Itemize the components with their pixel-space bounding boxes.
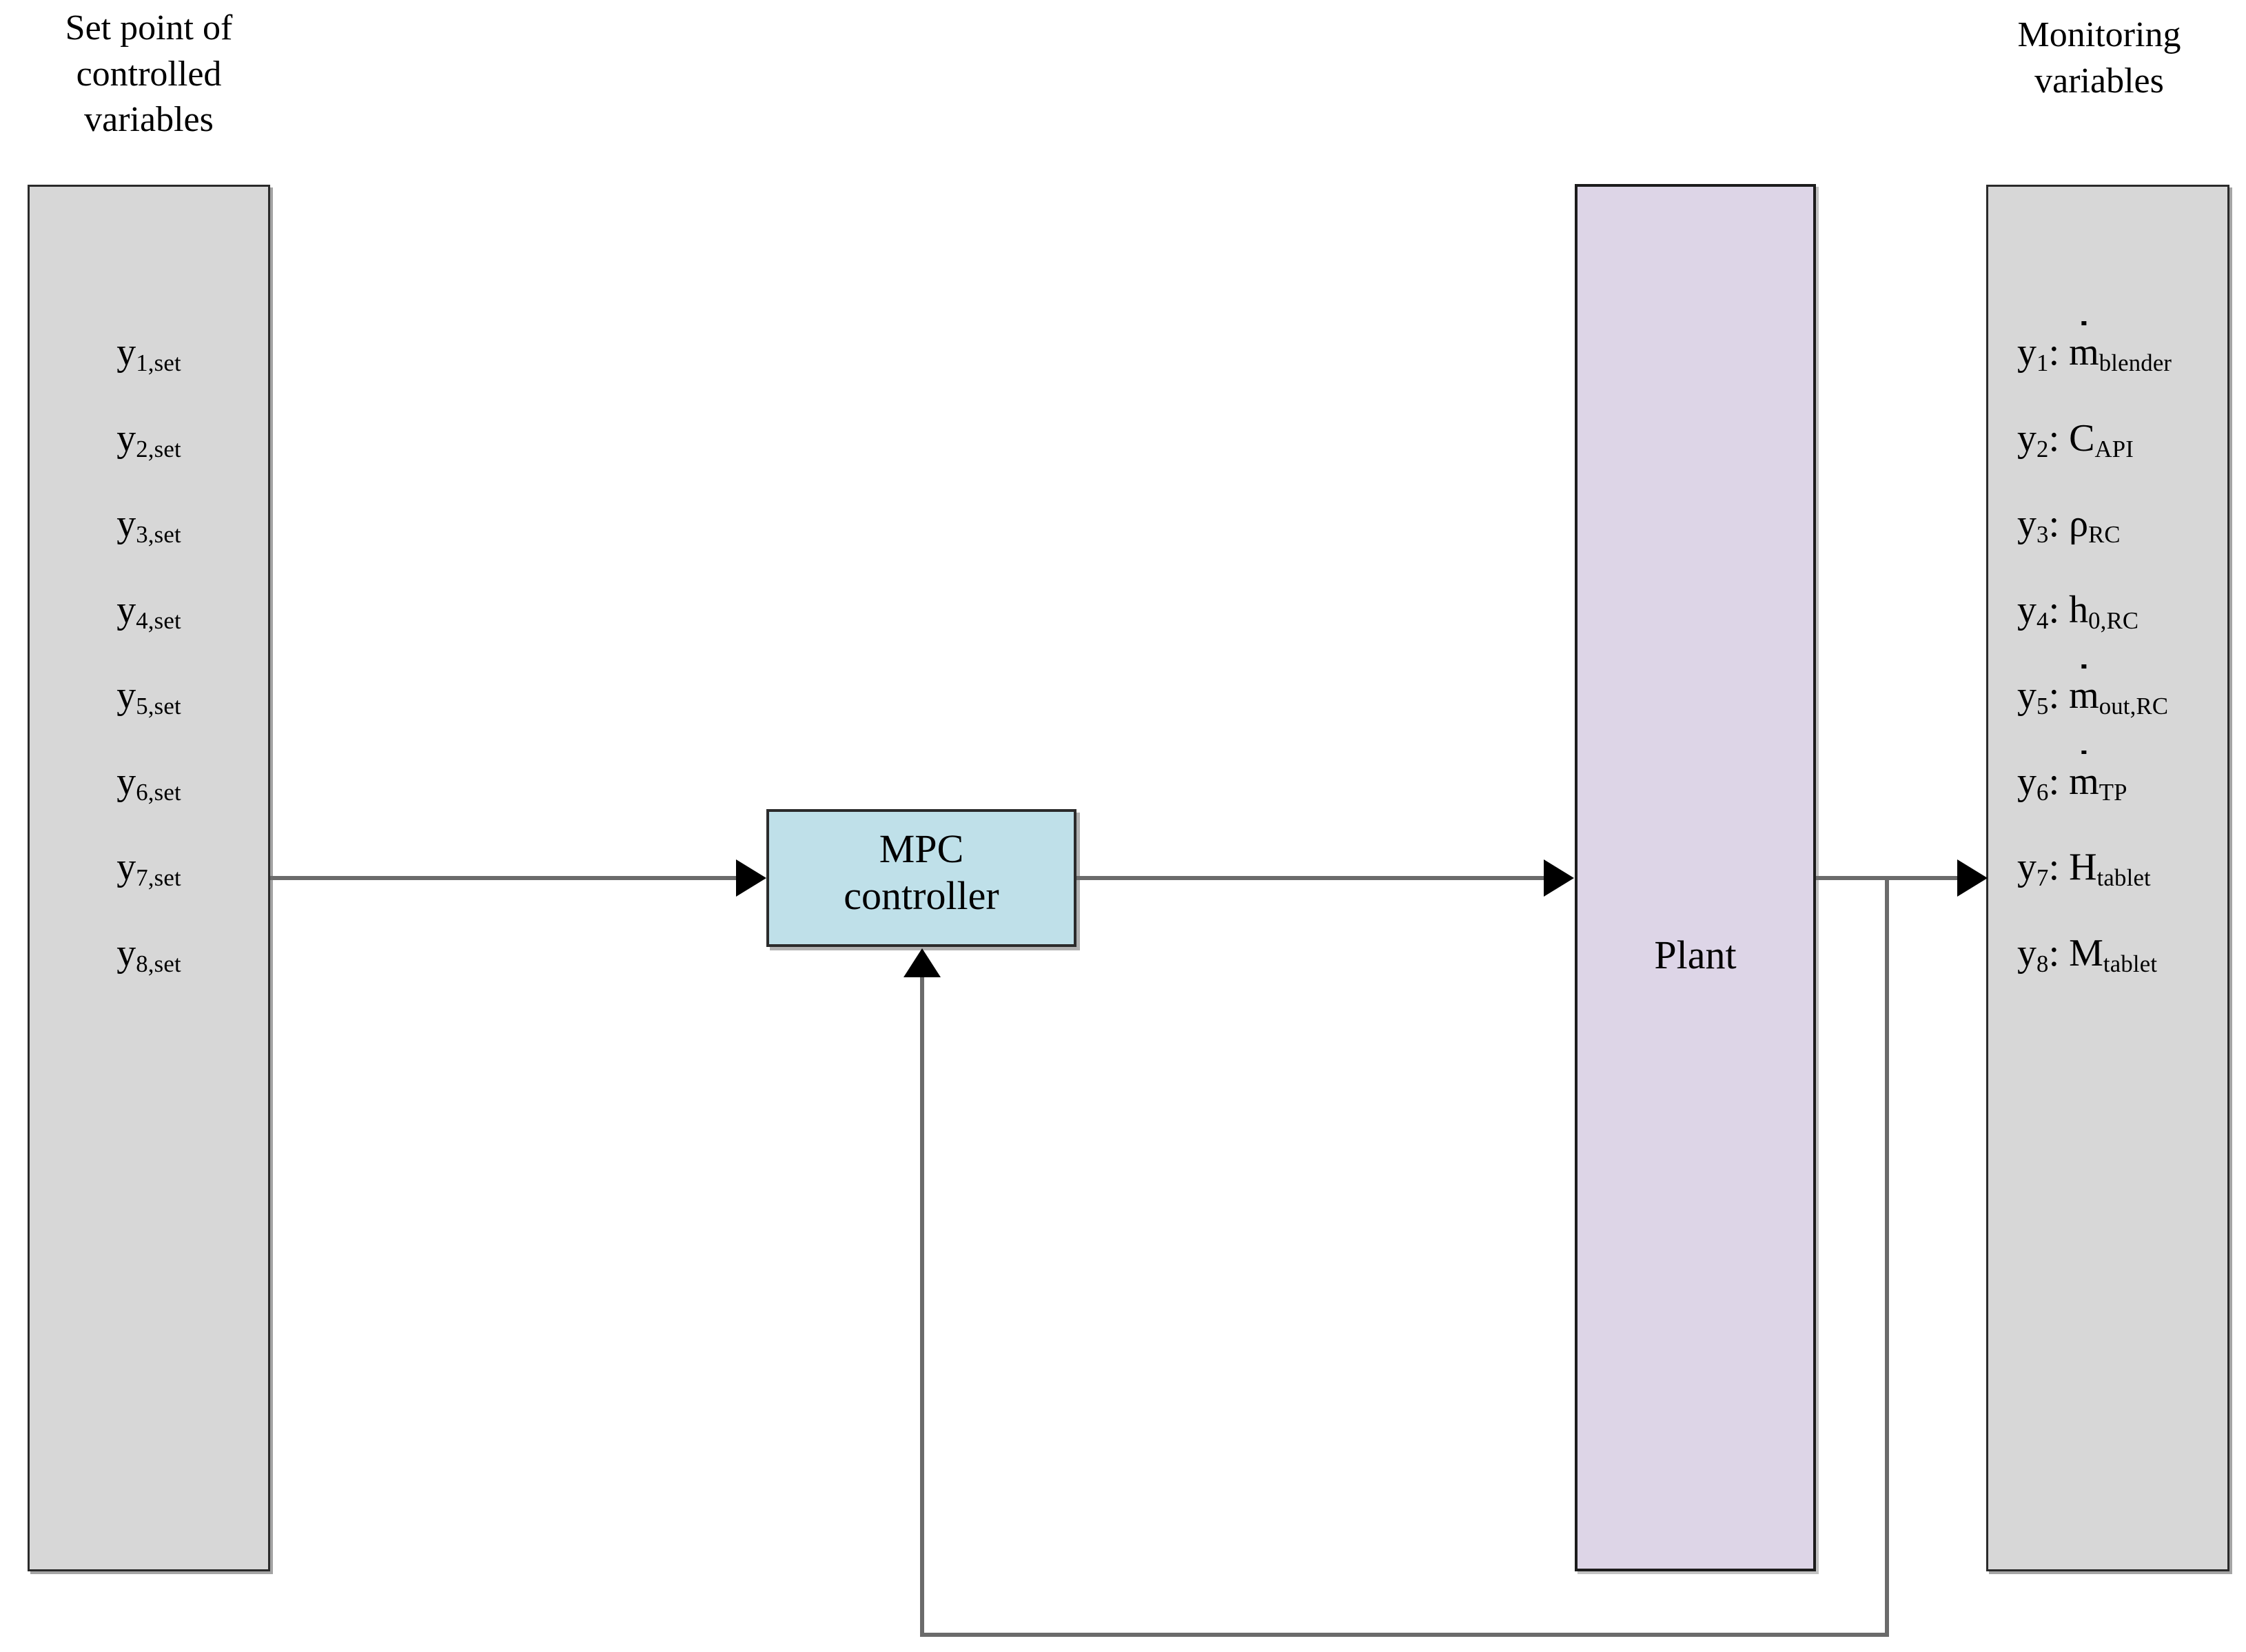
setpoint-variable-1: y1,set [30, 331, 268, 375]
variable-quantity-symbol: ρ [2069, 502, 2089, 545]
setpoint-variable-4: y4,set [30, 588, 268, 633]
variable-quantity-symbol: M [2069, 931, 2103, 975]
arrowhead-setpoint-to-controller [736, 859, 766, 897]
monitoring-box-title: Monitoring variables [2017, 15, 2181, 101]
monitoring-variable-7: y7: Htablet [1988, 846, 2227, 890]
variable-separator: : [2048, 331, 2070, 374]
mpc-controller-box: MPC controller [766, 809, 1076, 947]
monitoring-variable-2: y2: CAPI [1988, 416, 2227, 461]
variable-symbol: y [116, 674, 136, 717]
monitoring-variable-5: y5: mout,RC [1988, 674, 2227, 718]
variable-subscript: 7,set [136, 864, 181, 892]
variable-separator: : [2048, 674, 2070, 717]
connector-setpoint-to-controller [270, 876, 737, 880]
variable-quantity-subscript: 0,RC [2088, 606, 2139, 634]
feedback-line-vertical-left [920, 977, 924, 1635]
variable-subscript: 1,set [136, 349, 181, 377]
variable-quantity-subscript: RC [2088, 521, 2121, 549]
variable-separator: : [2048, 759, 2070, 803]
variable-quantity-symbol: h [2069, 588, 2089, 631]
mass-flow-rate-symbol: m [2069, 674, 2099, 717]
variable-index: y [2017, 331, 2036, 374]
variable-index: y [2017, 502, 2036, 545]
variable-index: y [2017, 674, 2036, 717]
variable-index-subscript: 4 [2036, 606, 2049, 634]
setpoint-variable-3: y3,set [30, 502, 268, 547]
variable-quantity-subscript: out,RC [2099, 693, 2169, 720]
variable-separator: : [2048, 846, 2070, 888]
arrowhead-feedback-to-controller [903, 948, 941, 977]
monitoring-variable-1: y1: mblender [1988, 331, 2227, 375]
variable-subscript: 8,set [136, 950, 181, 977]
variable-subscript: 2,set [136, 435, 181, 462]
variable-index-subscript: 5 [2036, 693, 2049, 720]
monitoring-variable-6: y6: mTP [1988, 759, 2227, 804]
arrowhead-plant-to-monitoring [1957, 859, 1988, 897]
variable-subscript: 3,set [136, 521, 181, 549]
variable-index-subscript: 8 [2036, 950, 2049, 977]
variable-index-subscript: 6 [2036, 778, 2049, 806]
setpoint-box-title: Set point of controlled variables [65, 8, 233, 140]
variable-index-subscript: 1 [2036, 349, 2049, 377]
variable-subscript: 5,set [136, 693, 181, 720]
setpoint-variable-8: y8,set [30, 931, 268, 976]
variable-symbol: y [116, 759, 136, 803]
variable-quantity-subscript: API [2094, 435, 2134, 462]
mpc-controller-label: MPC controller [844, 826, 999, 919]
feedback-line-horizontal-bottom [920, 1633, 1889, 1637]
variable-subscript: 6,set [136, 778, 181, 806]
variable-symbol: y [116, 331, 136, 374]
variable-index: y [2017, 931, 2036, 975]
connector-controller-to-plant [1076, 876, 1545, 880]
plant-label: Plant [1654, 932, 1737, 977]
variable-symbol: y [116, 416, 136, 460]
variable-separator: : [2048, 502, 2070, 545]
variable-quantity-symbol: C [2069, 416, 2095, 460]
variable-symbol: y [116, 846, 136, 888]
variable-index: y [2017, 588, 2036, 631]
variable-subscript: 4,set [136, 606, 181, 634]
variable-index: y [2017, 846, 2036, 888]
setpoint-variable-2: y2,set [30, 416, 268, 461]
variable-index-subscript: 2 [2036, 435, 2049, 462]
setpoint-variable-6: y6,set [30, 759, 268, 804]
variable-index: y [2017, 416, 2036, 460]
variable-quantity-subscript: TP [2099, 778, 2127, 806]
variable-quantity-subscript: tablet [2096, 864, 2151, 892]
monitoring-variable-8: y8: Mtablet [1988, 931, 2227, 976]
variable-quantity-subscript: tablet [2103, 950, 2158, 977]
variable-index-subscript: 3 [2036, 521, 2049, 549]
setpoint-variable-5: y5,set [30, 674, 268, 718]
variable-symbol: y [116, 931, 136, 975]
variable-index-subscript: 7 [2036, 864, 2049, 892]
plant-box: Plant [1575, 184, 1816, 1571]
variable-symbol: y [116, 502, 136, 545]
variable-separator: : [2048, 588, 2070, 631]
variable-index: y [2017, 759, 2036, 803]
variable-quantity-symbol: H [2069, 846, 2097, 888]
monitoring-variable-4: y4: h0,RC [1988, 588, 2227, 633]
mass-flow-rate-symbol: m [2069, 759, 2099, 803]
monitoring-variable-3: y3: ρRC [1988, 502, 2227, 547]
variable-quantity-subscript: blender [2099, 349, 2172, 377]
arrowhead-controller-to-plant [1544, 859, 1574, 897]
variable-symbol: y [116, 588, 136, 631]
mass-flow-rate-symbol: m [2069, 331, 2099, 374]
variable-separator: : [2048, 416, 2070, 460]
setpoint-variable-7: y7,set [30, 846, 268, 890]
feedback-line-vertical-right [1885, 876, 1889, 1637]
variable-separator: : [2048, 931, 2070, 975]
